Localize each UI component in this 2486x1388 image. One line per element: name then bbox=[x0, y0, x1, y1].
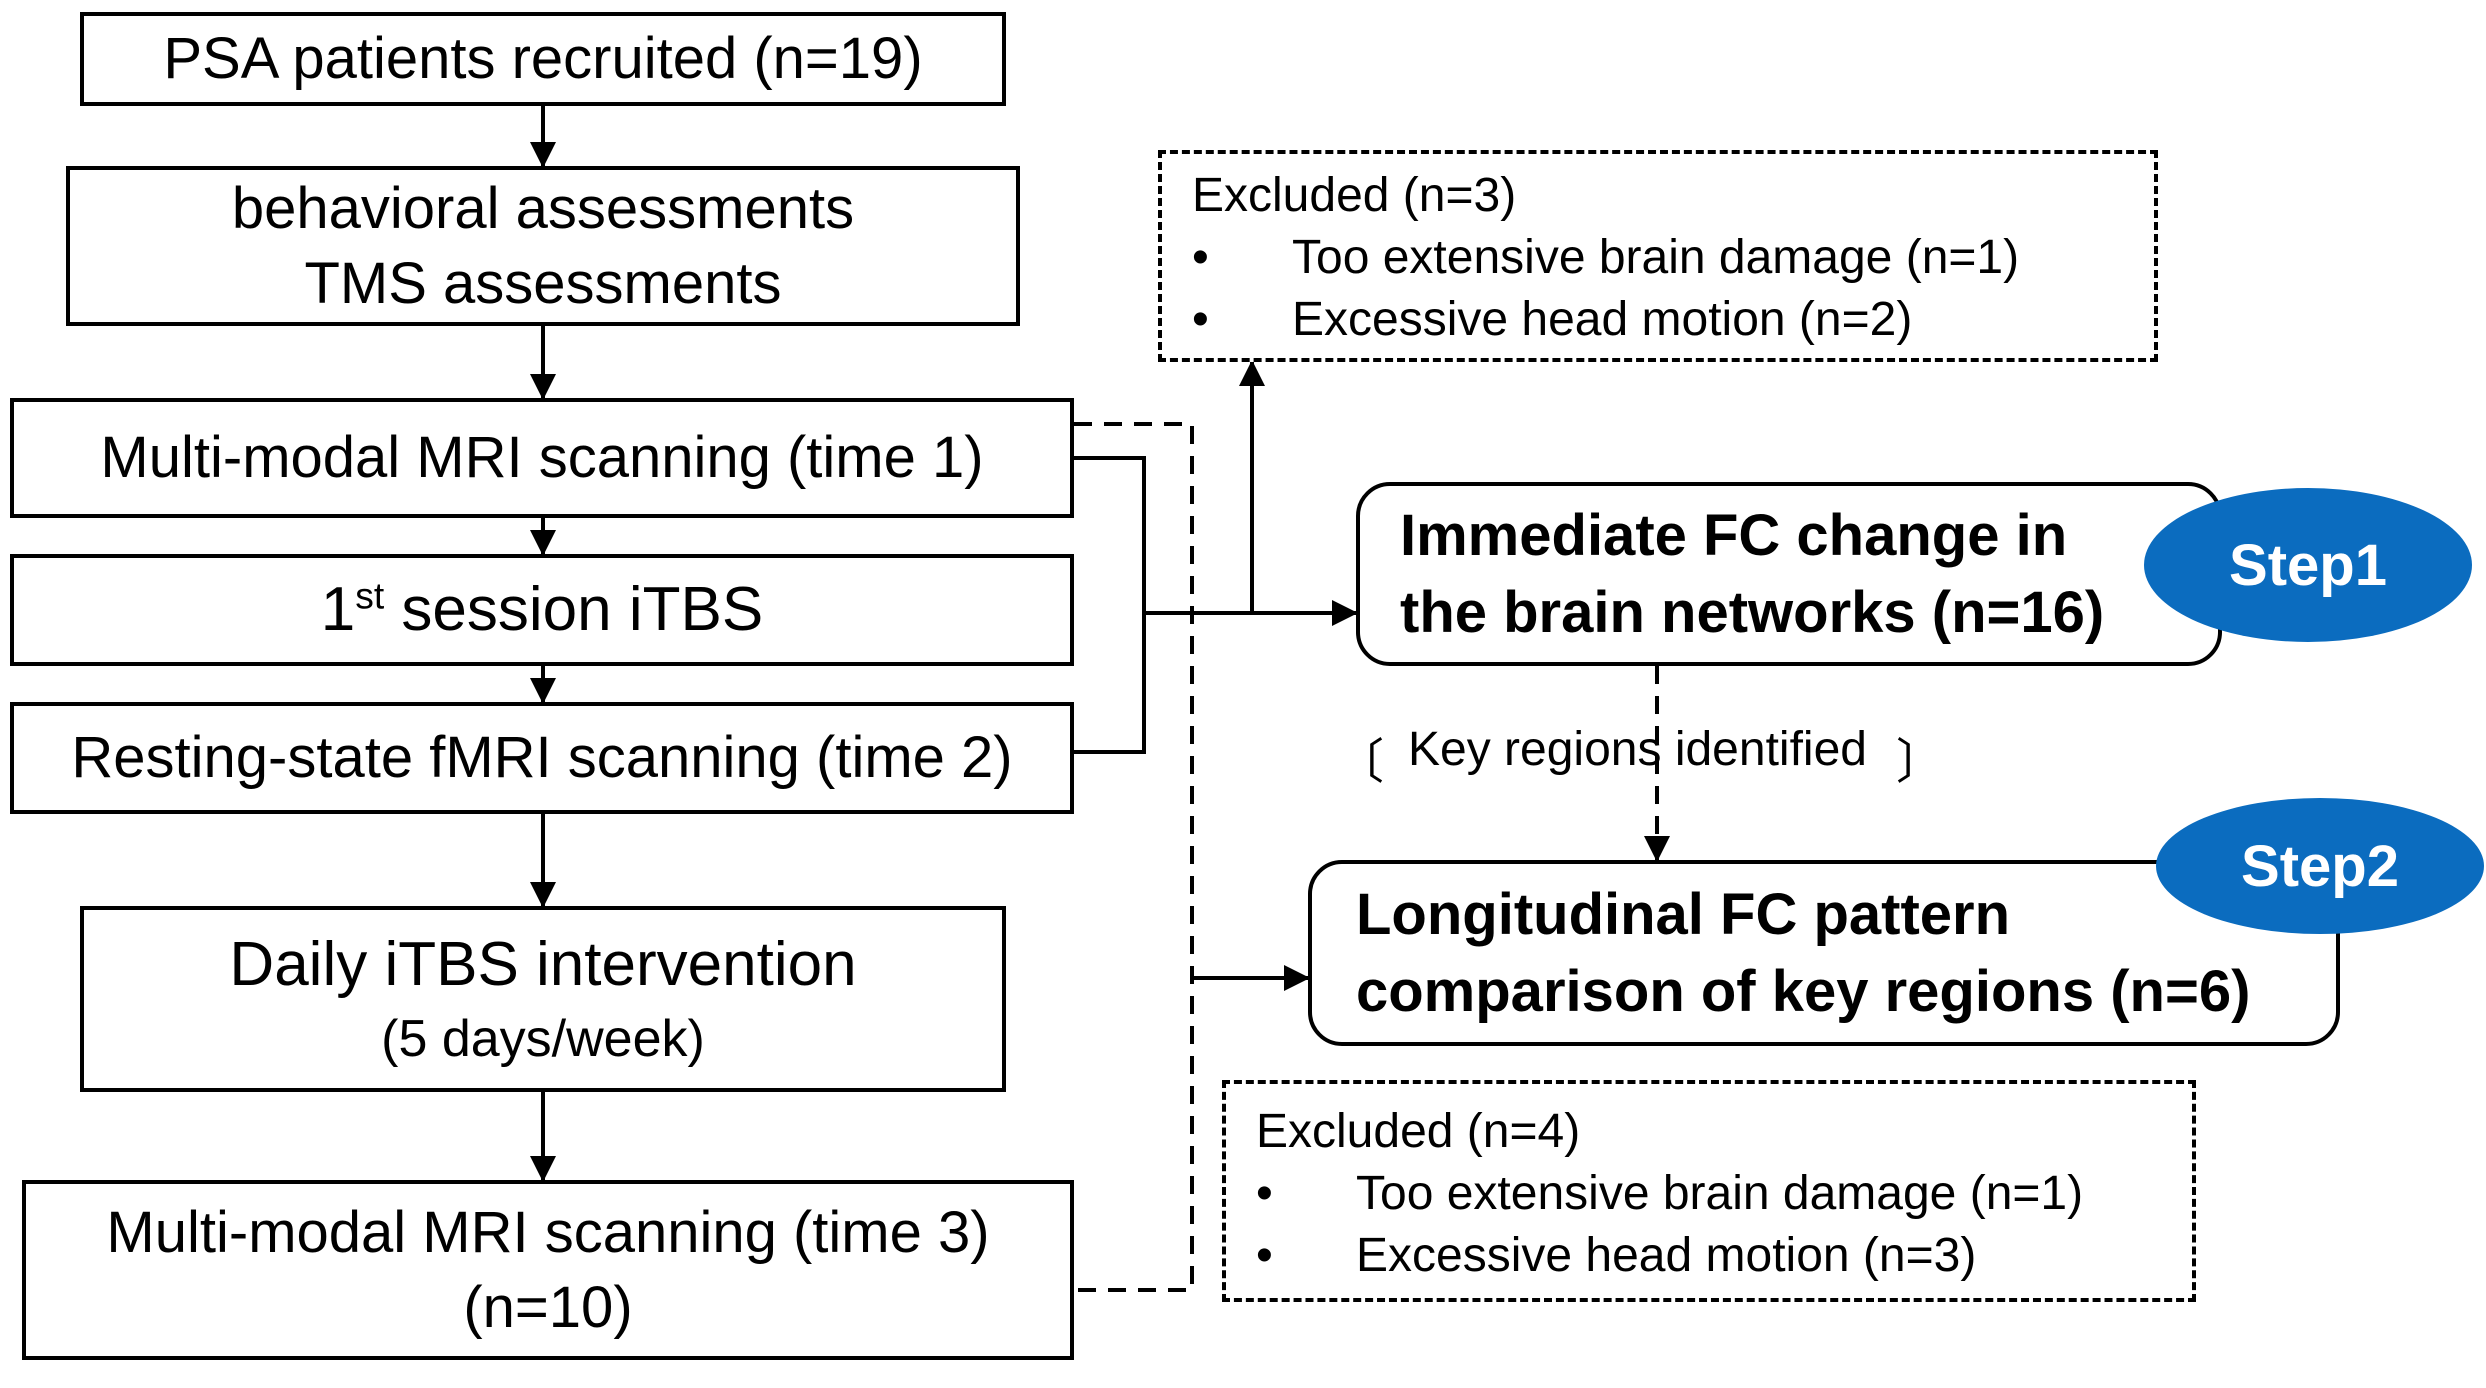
excluded-top-item: • Excessive head motion (n=2) bbox=[1192, 293, 1913, 346]
step2-line2: comparison of key regions (n=6) bbox=[1356, 959, 2251, 1024]
resting-state-time2-label: Resting-state fMRI scanning (time 2) bbox=[71, 725, 1013, 791]
session-itbs-box: 1st session iTBS bbox=[10, 554, 1074, 666]
mri-time3-count: (n=10) bbox=[463, 1275, 633, 1340]
tms-assessments-label: TMS assessments bbox=[304, 251, 782, 316]
step1-box: Immediate FC change in the brain network… bbox=[1356, 482, 2222, 666]
key-regions-label: Key regions identified bbox=[1408, 723, 1867, 776]
step1-badge: Step1 bbox=[2144, 488, 2472, 642]
mri-time1-label: Multi-modal MRI scanning (time 1) bbox=[100, 425, 984, 491]
daily-itbs-box: Daily iTBS intervention (5 days/week) bbox=[80, 906, 1006, 1092]
step1-line1: Immediate FC change in bbox=[1400, 502, 2068, 568]
excluded-bottom-title: Excluded (n=4) bbox=[1256, 1105, 1581, 1158]
excluded-bottom-item: • Excessive head motion (n=3) bbox=[1256, 1229, 1977, 1282]
excluded-top-item: • Too extensive brain damage (n=1) bbox=[1192, 231, 2020, 284]
step2-line1: Longitudinal FC pattern bbox=[1356, 881, 2011, 947]
session-itbs-label: 1st session iTBS bbox=[320, 574, 764, 644]
key-regions-close: 〕 bbox=[1896, 736, 1945, 789]
step1-line2: the brain networks (n=16) bbox=[1400, 580, 2105, 645]
step2-badge: Step2 bbox=[2156, 798, 2484, 934]
daily-frequency-label: (5 days/week) bbox=[381, 1009, 705, 1068]
mri-time3-box: Multi-modal MRI scanning (time 3) (n=10) bbox=[22, 1180, 1074, 1360]
excluded-top-title: Excluded (n=3) bbox=[1192, 169, 1517, 222]
step2-box: Longitudinal FC pattern comparison of ke… bbox=[1308, 860, 2340, 1046]
excluded-bottom-item: • Too extensive brain damage (n=1) bbox=[1256, 1167, 2084, 1220]
recruited-label: PSA patients recruited (n=19) bbox=[163, 26, 923, 92]
mri-time1-box: Multi-modal MRI scanning (time 1) bbox=[10, 398, 1074, 518]
excluded-top-box bbox=[1158, 150, 2158, 362]
bracket-time1-time2 bbox=[1074, 456, 1146, 754]
dashed-time1-time3 bbox=[1074, 422, 1194, 1292]
excluded-bottom-box bbox=[1222, 1080, 2196, 1302]
recruited-box: PSA patients recruited (n=19) bbox=[80, 12, 1006, 106]
assessments-box: behavioral assessments TMS assessments bbox=[66, 166, 1020, 326]
behavioral-assessments-label: behavioral assessments bbox=[231, 175, 855, 241]
mri-time3-label: Multi-modal MRI scanning (time 3) bbox=[106, 1199, 990, 1265]
daily-itbs-label: Daily iTBS intervention bbox=[229, 929, 857, 999]
resting-state-time2-box: Resting-state fMRI scanning (time 2) bbox=[10, 702, 1074, 814]
key-regions-open: 〔 bbox=[1336, 736, 1385, 789]
